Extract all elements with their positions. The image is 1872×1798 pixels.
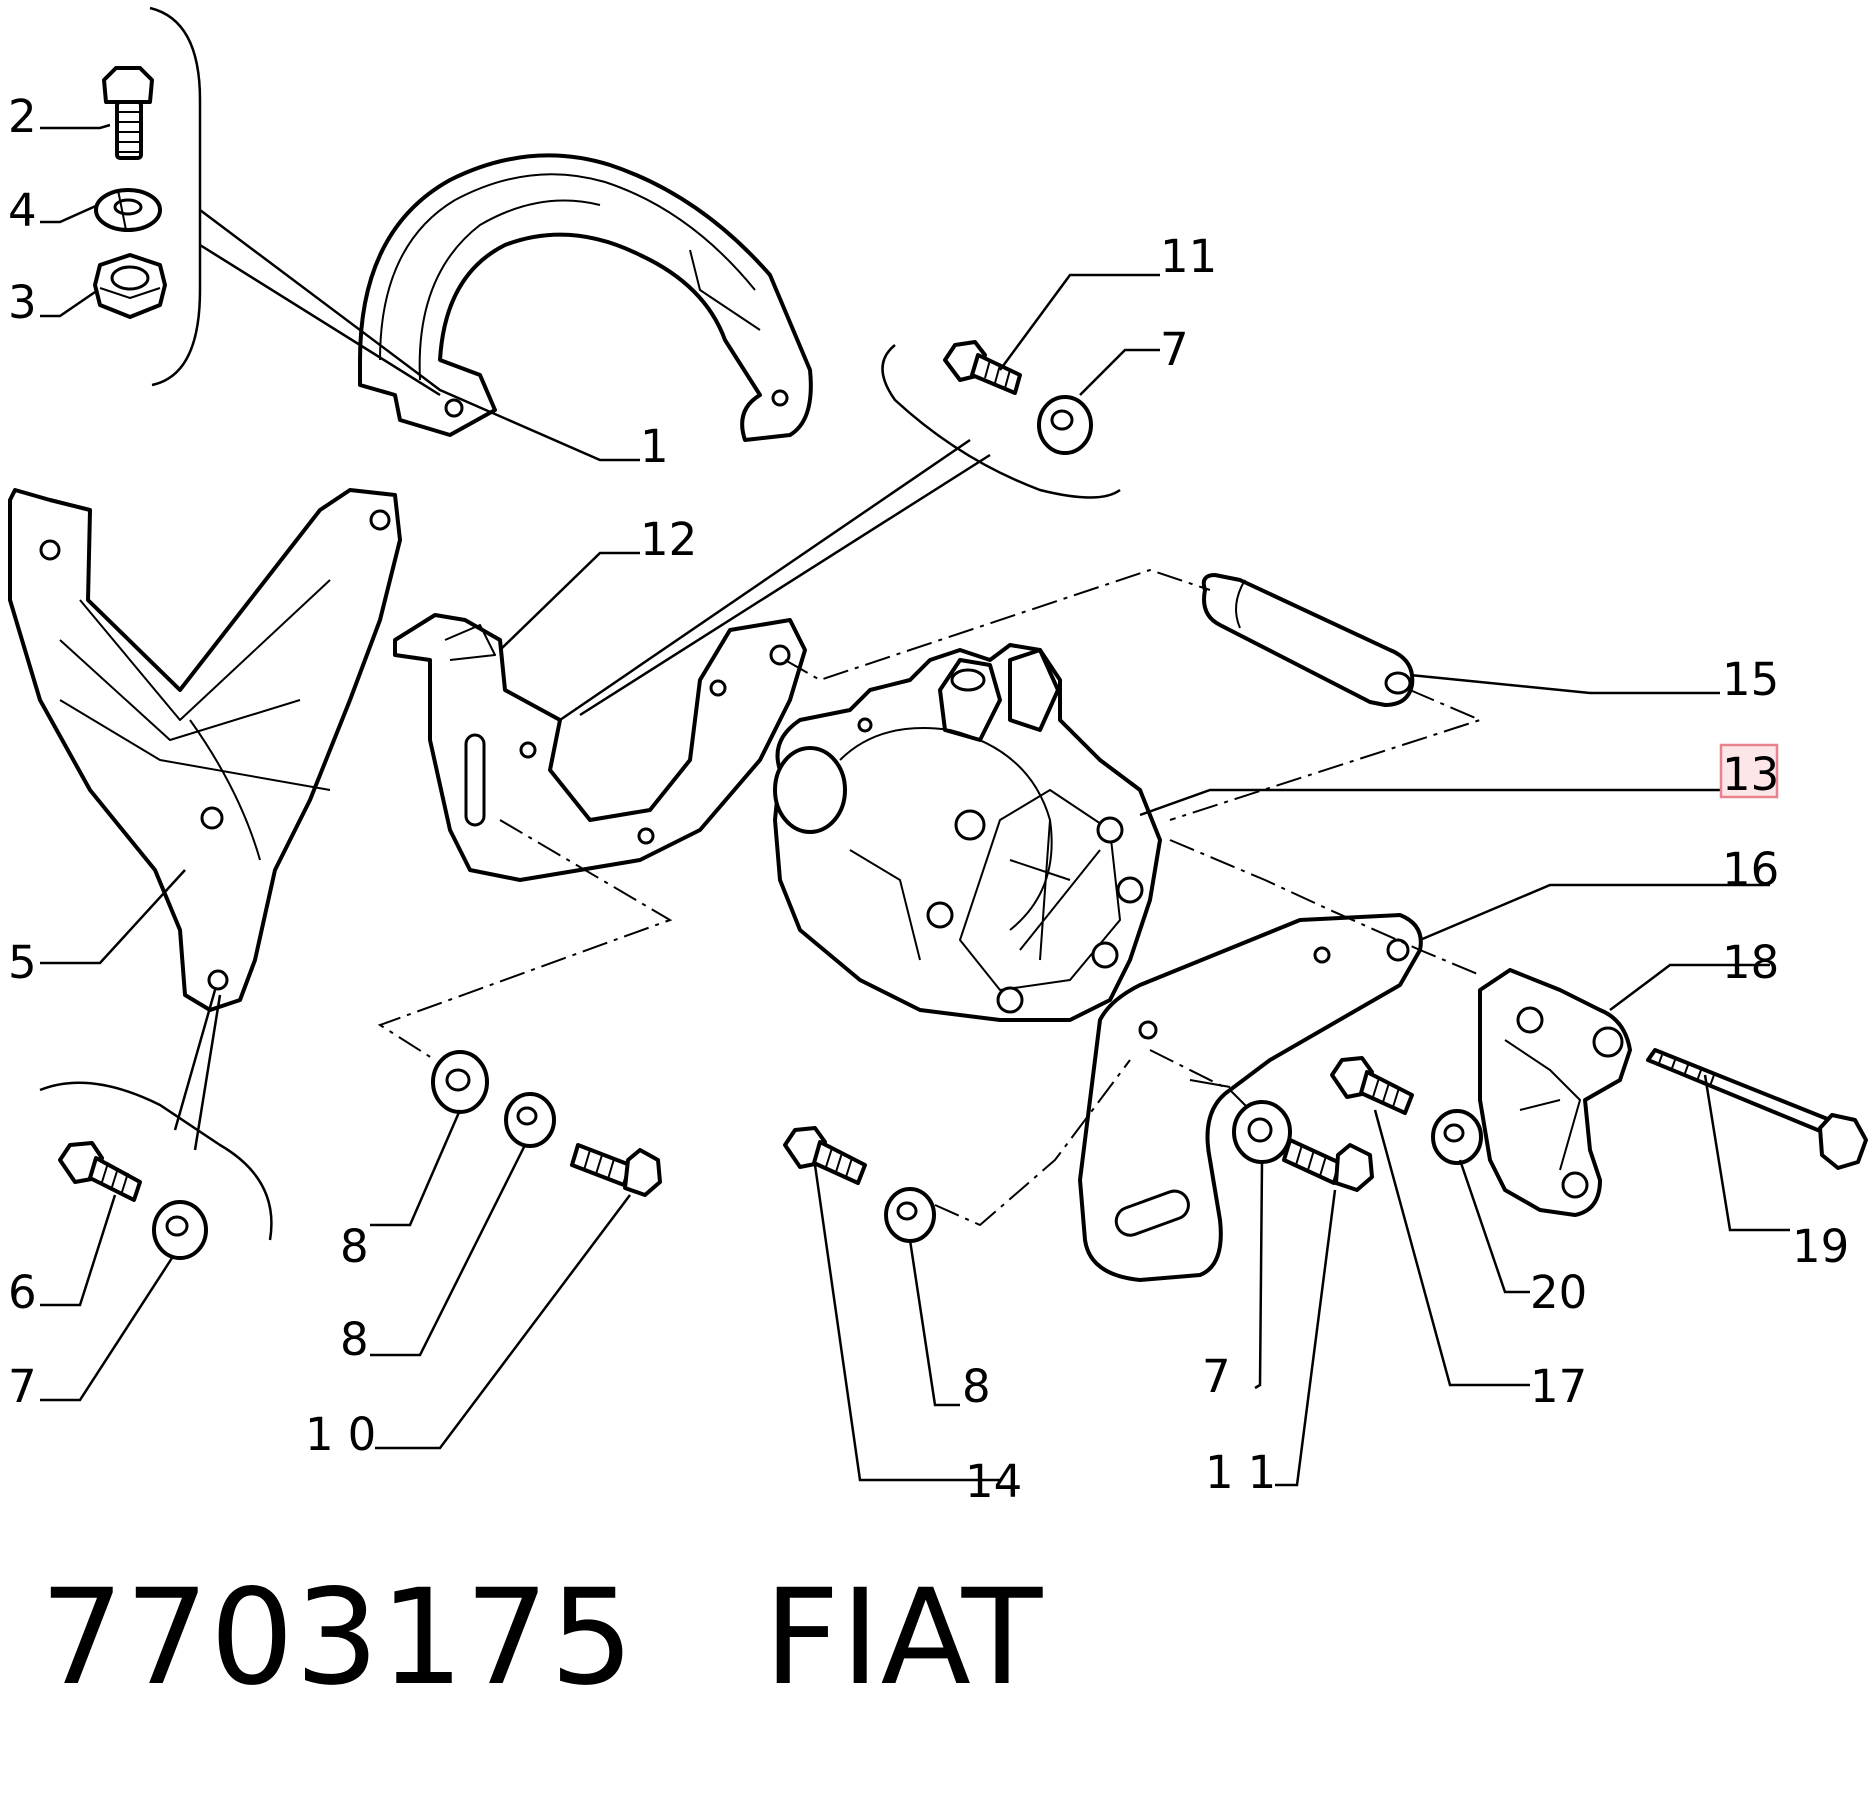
callout-label-3: 3 — [8, 276, 37, 329]
assembly-line-5 — [934, 1059, 1131, 1227]
callout-label-5: 5 — [8, 936, 37, 989]
callout-label-7-left: 7 — [8, 1360, 37, 1413]
callout-13-highlight — [1719, 743, 1779, 799]
assembly-line-3 — [1169, 839, 1481, 976]
callout-label-6: 6 — [8, 1266, 37, 1319]
bolt-icon-part-10 — [570, 1143, 662, 1197]
callout-label-20: 20 — [1530, 1266, 1587, 1319]
callout-label-7-top: 7 — [1160, 323, 1189, 376]
assembly-line-7 — [1189, 1079, 1231, 1088]
belt-guard-part-1 — [358, 153, 813, 442]
washer-icon-part-8-mid — [884, 1187, 936, 1243]
washer-icon-part-7-top — [1037, 395, 1093, 455]
washer-icon-part-8-left — [431, 1050, 489, 1114]
assembly-line-6 — [1149, 1049, 1251, 1111]
washer-icon-part-7-mid — [1232, 1100, 1292, 1164]
callout-label-17: 17 — [1530, 1360, 1587, 1413]
callout-label-12: 12 — [640, 513, 697, 566]
washer-icon-part-7-left — [152, 1200, 208, 1260]
part-number: 7703175 — [40, 1561, 635, 1715]
part-number-caption: 7703175 FIAT — [40, 1568, 1043, 1708]
support-bracket-part-12 — [393, 613, 807, 882]
brand-name: FIAT — [763, 1561, 1044, 1715]
bolt-icon-part-2 — [102, 66, 154, 160]
support-arm-part-18 — [1478, 968, 1632, 1217]
callout-label-19: 19 — [1792, 1220, 1849, 1273]
callout-label-13: 13 — [1722, 748, 1779, 801]
bolt-icon-part-11-bottom — [1282, 1138, 1374, 1192]
caption-gap — [635, 1561, 764, 1715]
mounting-bracket-part-5 — [8, 488, 402, 1012]
washer-icon-part-20 — [1431, 1109, 1483, 1165]
callout-label-8-mid: 8 — [962, 1360, 991, 1413]
spacer-sleeve-part-15 — [1201, 573, 1415, 707]
plate-bracket-part-16 — [1078, 913, 1423, 1282]
group-bracket-bottom-left — [39, 1081, 273, 1241]
assembly-line-1 — [784, 568, 1211, 682]
long-bolt-part-19 — [1646, 1048, 1868, 1170]
callout-label-2: 2 — [8, 90, 37, 143]
callout-label-18: 18 — [1722, 936, 1779, 989]
group-bracket-top-left — [149, 6, 202, 387]
bolt-icon-part-17 — [1330, 1056, 1414, 1115]
bolt-icon-part-6 — [58, 1141, 142, 1202]
callout-label-10: 10 — [305, 1408, 390, 1461]
callout-label-9: 8 — [340, 1313, 369, 1366]
bolt-icon-part-14 — [783, 1126, 867, 1185]
callout-label-11-bottom: 11 — [1205, 1446, 1290, 1499]
assembly-line-2 — [1169, 689, 1483, 821]
callout-label-16: 16 — [1722, 843, 1779, 896]
callout-label-1: 1 — [640, 420, 669, 473]
assembly-line-4 — [377, 819, 673, 1061]
callout-label-4: 4 — [8, 184, 37, 237]
callout-label-11-top: 11 — [1160, 230, 1217, 283]
callout-label-15: 15 — [1722, 653, 1779, 706]
split-washer-icon-part-4 — [94, 188, 162, 232]
steering-pump-part-13 — [773, 643, 1162, 1022]
callout-label-8-left: 8 — [340, 1220, 369, 1273]
washer-icon-part-9 — [504, 1092, 556, 1148]
callout-label-14: 14 — [965, 1455, 1022, 1508]
group-bracket-top-mid — [881, 344, 1121, 499]
bolt-icon-part-11-top — [943, 340, 1022, 395]
nut-icon-part-3 — [93, 253, 167, 319]
callout-label-7-mid: 7 — [1202, 1350, 1231, 1403]
